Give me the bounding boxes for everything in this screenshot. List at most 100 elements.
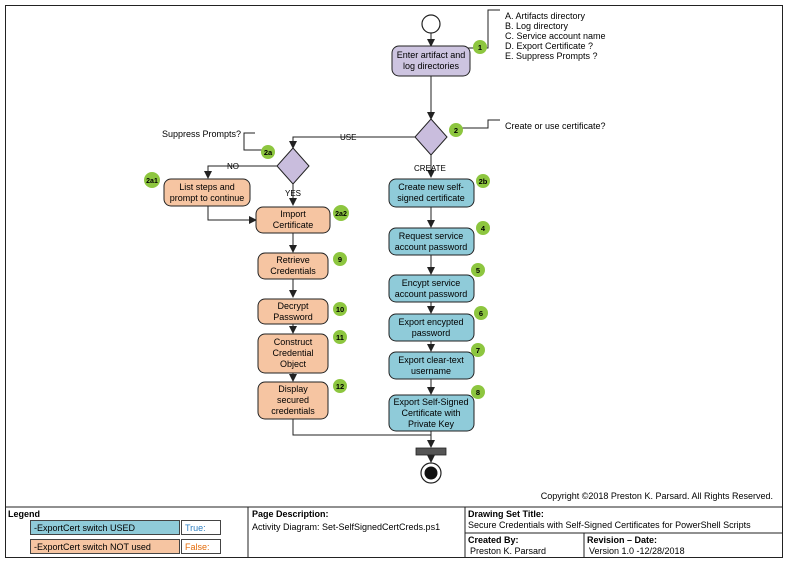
legend-true-box: True: (181, 520, 221, 535)
start-node (421, 14, 441, 34)
node-decrypt-password-line2: Password (273, 312, 313, 322)
node-retrieve-credentials (257, 252, 329, 280)
legend-false-box: False: (181, 539, 221, 554)
node-display-credentials (257, 381, 329, 420)
badge-8 (471, 385, 485, 399)
node-encrypt-password-line2: account password (395, 289, 468, 299)
suppress-prompts-annotation: Suppress Prompts? (162, 129, 241, 139)
badge-2b (476, 174, 490, 188)
badge-2a2 (333, 205, 349, 221)
badge-2a1-label: 2a1 (146, 178, 158, 185)
node-export-encrypted-line2: password (412, 328, 451, 338)
join-bar (415, 447, 447, 456)
node-list-steps (163, 178, 251, 207)
badge-12-label: 12 (336, 382, 344, 391)
revision-label: Revision – Date: (587, 535, 658, 545)
node-encrypt-password-line1: Encypt service (402, 278, 461, 288)
node-enter-directories-line2: log directories (403, 61, 460, 71)
node-display-line3: credentials (271, 406, 315, 416)
badge-2a1 (144, 172, 160, 188)
drawing-title-value: Secure Credentials with Self-Signed Cert… (468, 520, 751, 530)
step-badges: 1 2 2a 2a1 2a2 9 10 11 12 2b 4 5 6 (144, 40, 490, 399)
badge-10-label: 10 (336, 305, 344, 314)
node-request-password (388, 227, 475, 256)
node-display-line2: secured (277, 395, 309, 405)
badge-9-label: 9 (338, 255, 342, 264)
node-decrypt-password (257, 298, 329, 325)
badge-2a (261, 145, 275, 159)
drawing-title-label: Drawing Set Title: (468, 509, 544, 519)
node-import-certificate (255, 206, 331, 234)
input-item-c: C. Service account name (505, 31, 606, 41)
node-construct-line2: Credential (272, 348, 313, 358)
badge-2a2-label: 2a2 (335, 211, 347, 218)
badge-7-label: 7 (476, 346, 480, 355)
node-request-password-line1: Request service (399, 231, 464, 241)
node-export-certificate (388, 394, 475, 432)
badge-5 (471, 263, 485, 277)
revision-value: Version 1.0 -12/28/2018 (589, 546, 685, 556)
node-import-certificate-line2: Certificate (273, 220, 314, 230)
legend-not-used-text: -ExportCert switch NOT used (34, 542, 151, 552)
edge-use (289, 136, 415, 149)
edge-no (204, 165, 277, 179)
badge-11-label: 11 (336, 333, 344, 342)
input-item-d: D. Export Certificate ? (505, 41, 593, 51)
node-list-steps-line1: List steps and (179, 182, 235, 192)
connectors (204, 9, 500, 463)
node-create-certificate-line2: signed certificate (397, 193, 465, 203)
legend-label: Legend (8, 509, 41, 519)
badge-10 (333, 302, 347, 316)
legend-true-text: True: (185, 523, 206, 533)
badge-2-label: 2 (454, 126, 458, 135)
legend-not-used-box: -ExportCert switch NOT used (30, 539, 180, 554)
copyright-text: Copyright ©2018 Preston K. Parsard. All … (541, 491, 773, 501)
badge-4-label: 4 (481, 224, 486, 233)
node-construct-credential-object (257, 333, 329, 374)
input-list-annotation: A. Artifacts directory B. Log directory … (505, 11, 606, 61)
edge-label-use: USE (340, 133, 356, 142)
badge-2a-label: 2a (264, 148, 273, 157)
node-construct-line1: Construct (274, 337, 313, 347)
decision-suppress-prompts (276, 147, 310, 185)
badge-1-label: 1 (478, 43, 482, 52)
badge-12 (333, 379, 347, 393)
node-request-password-line2: account password (395, 242, 468, 252)
end-node-inner (424, 466, 438, 480)
node-create-certificate-line1: Create new self- (398, 182, 464, 192)
badge-9 (333, 252, 347, 266)
node-enter-directories-line1: Enter artifact and (397, 50, 466, 60)
badge-11 (333, 330, 347, 344)
node-create-certificate (388, 178, 475, 208)
node-retrieve-credentials-line2: Credentials (270, 266, 316, 276)
badge-1 (473, 40, 487, 54)
edge-label-create: CREATE (414, 164, 446, 173)
node-list-steps-line2: prompt to continue (170, 193, 245, 203)
node-export-encrypted-line1: Export encypted (398, 317, 463, 327)
node-import-certificate-line1: Import (280, 209, 306, 219)
badge-2 (449, 123, 463, 137)
badge-5-label: 5 (476, 266, 480, 275)
node-export-username (388, 351, 475, 380)
node-export-username-line2: username (411, 366, 451, 376)
edge-display-to-join (292, 419, 431, 436)
badge-6-label: 6 (479, 309, 483, 318)
legend-used-box: -ExportCert switch USED (30, 520, 180, 535)
badge-8-label: 8 (476, 388, 480, 397)
node-export-username-line1: Export clear-text (398, 355, 464, 365)
node-decrypt-password-line1: Decrypt (277, 301, 309, 311)
legend-false-text: False: (185, 542, 210, 552)
created-by-value: Preston K. Parsard (470, 546, 547, 556)
create-or-use-annotation: Create or use certificate? (505, 121, 606, 131)
edge-label-yes: YES (285, 189, 301, 198)
badge-2b-label: 2b (479, 177, 488, 186)
create-use-bracket (460, 119, 500, 129)
edge-label-no: NO (227, 162, 239, 171)
node-enter-directories (391, 45, 471, 77)
badge-7 (471, 343, 485, 357)
page-description-value: Activity Diagram: Set-SelfSignedCertCred… (252, 522, 441, 532)
node-display-line1: Display (278, 384, 308, 394)
suppress-bracket (243, 132, 262, 151)
